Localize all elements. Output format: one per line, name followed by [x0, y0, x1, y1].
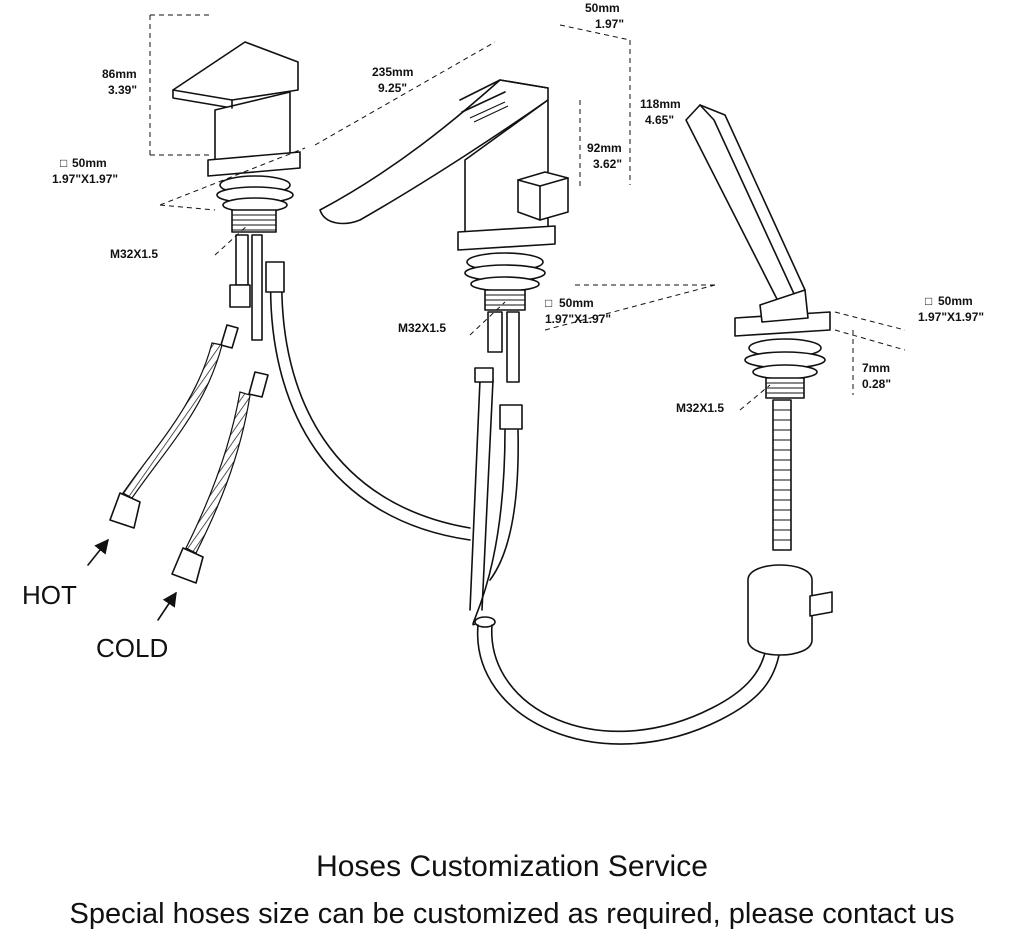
cold-label: COLD: [96, 633, 168, 663]
dim-shower-thickness-in: 0.28": [862, 377, 891, 391]
caption-title: Hoses Customization Service: [316, 850, 708, 883]
thread-label-spout: M32X1.5: [398, 321, 446, 335]
faucet-diagram: 86mm 3.39" □ 50mm 1.97"X1.97" M32X1.5 23…: [22, 1, 984, 745]
cold-arrow: [157, 591, 177, 621]
dim-spout-width-mm: 50mm: [585, 1, 620, 15]
dimension-lines: [149, 14, 906, 411]
dim-handle-base-mm: 50mm: [72, 156, 107, 170]
thread-label-handle: M32X1.5: [110, 247, 158, 261]
dim-outlet-height-mm: 92mm: [587, 141, 622, 155]
dim-outlet-height-in: 3.62": [593, 157, 622, 171]
caption-subtitle: Special hoses size can be customized as …: [69, 898, 955, 930]
braided-supply-hoses: [109, 324, 269, 584]
dim-spout-base-square: □: [545, 296, 552, 310]
hand-shower-assembly: [685, 104, 833, 656]
dim-handle-height-mm: 86mm: [102, 67, 137, 81]
dim-handle-base-square: □: [60, 156, 67, 170]
dim-shower-base-in: 1.97"X1.97": [918, 310, 984, 324]
dim-spout-base-in: 1.97"X1.97": [545, 312, 611, 326]
dim-handle-height-in: 3.39": [108, 83, 137, 97]
hot-arrow: [87, 538, 109, 566]
dim-spout-length-in: 9.25": [378, 81, 407, 95]
thread-label-shower: M32X1.5: [676, 401, 724, 415]
hot-label: HOT: [22, 580, 77, 610]
dim-spout-height-mm: 118mm: [640, 97, 681, 111]
dim-handle-base-in: 1.97"X1.97": [52, 172, 118, 186]
diverter-hose: [265, 261, 471, 541]
waterfall-spout-assembly: [319, 79, 781, 745]
dim-spout-base-mm: 50mm: [559, 296, 594, 310]
dim-spout-width-in: 1.97": [595, 17, 624, 31]
dim-spout-length-mm: 235mm: [372, 65, 413, 79]
mixer-handle-assembly: [172, 41, 301, 341]
dim-shower-base-square: □: [925, 294, 932, 308]
dim-shower-base-mm: 50mm: [938, 294, 973, 308]
dim-spout-height-in: 4.65": [645, 113, 674, 127]
dim-shower-thickness-mm: 7mm: [862, 361, 890, 375]
